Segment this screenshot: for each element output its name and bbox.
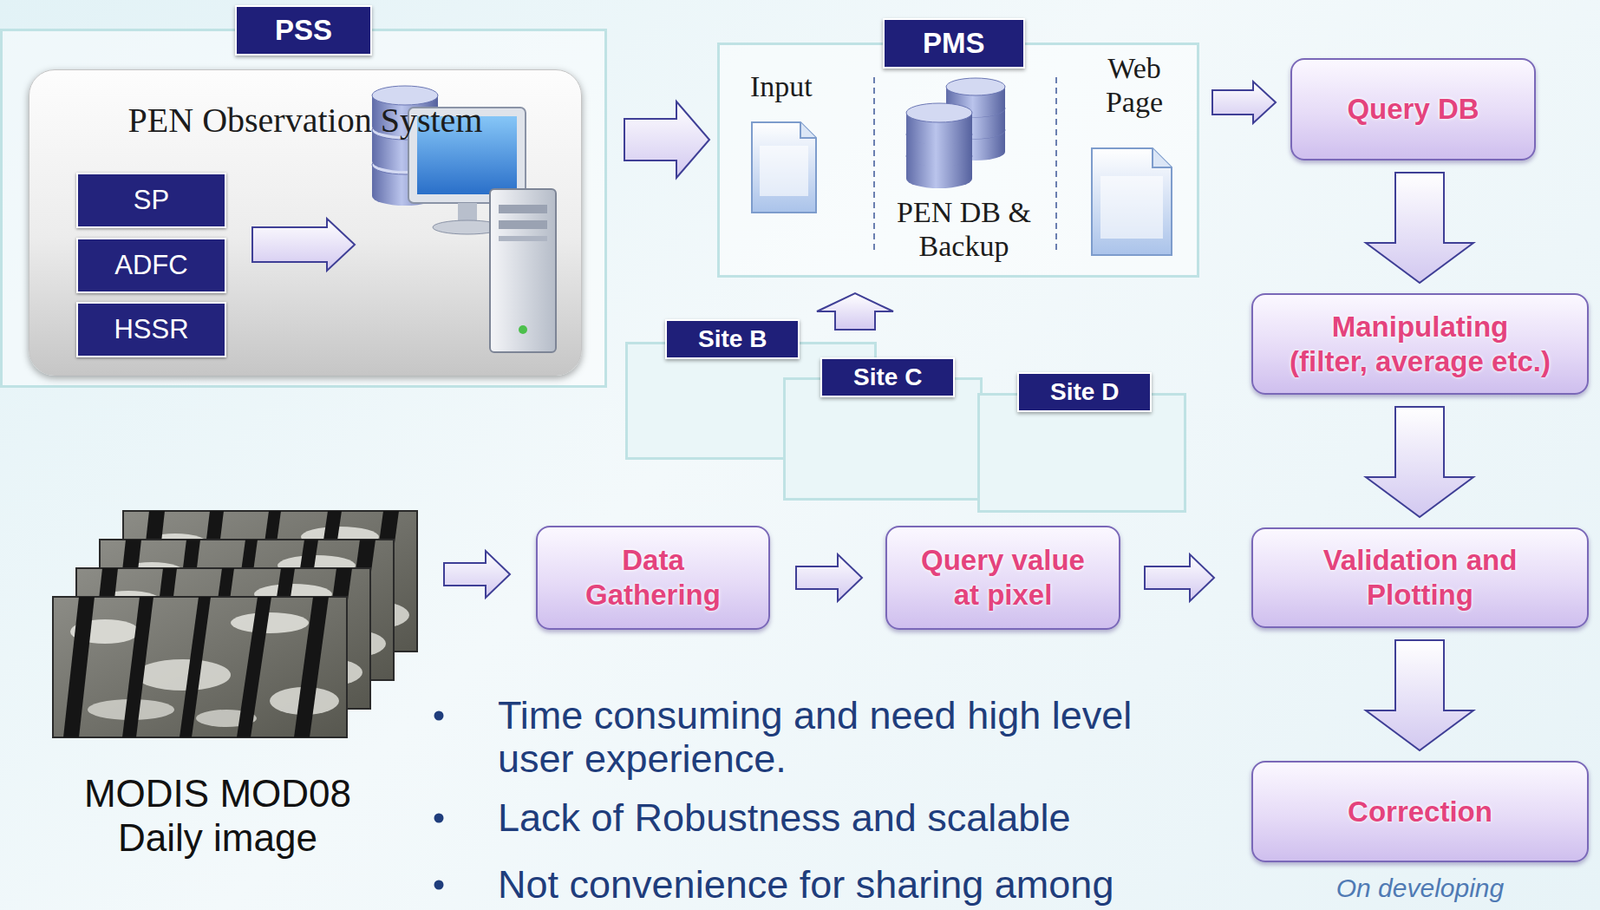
- bullet-note: Not convenience for sharing among: [497, 862, 1192, 907]
- process-label: (filter, average etc.): [1289, 344, 1551, 379]
- database-icon: [906, 78, 1006, 189]
- document-icon: [751, 122, 1172, 255]
- block-arrow: [1365, 640, 1474, 751]
- process-label: Data Gathering: [574, 542, 732, 612]
- block-arrow: [816, 293, 894, 330]
- image-caption: MODIS MOD08 Daily image: [61, 771, 374, 860]
- panel-tab: PMS: [882, 18, 1026, 69]
- database-icon: [906, 147, 973, 167]
- bullet-dot: [434, 711, 445, 890]
- document-icon: [1091, 148, 1172, 255]
- separator-line: [1055, 77, 1058, 251]
- bullet-note: Time consuming and need high level user …: [497, 693, 1192, 780]
- tower-icon: [498, 204, 548, 214]
- system-title: PEN Observation System: [29, 100, 582, 141]
- database-icon: [946, 78, 1006, 96]
- status-note: On developing: [1251, 872, 1589, 904]
- block-arrow: [1365, 406, 1474, 517]
- process-box: Correction: [1251, 760, 1589, 863]
- tower-icon: [498, 220, 548, 229]
- block-arrow: [1144, 554, 1215, 601]
- separator-line: [873, 77, 876, 251]
- block-arrow: [1212, 81, 1276, 124]
- block-arrow: [1365, 172, 1474, 283]
- database-icon: [906, 103, 973, 123]
- panel-tab: PSS: [235, 5, 373, 56]
- monitor-icon: [457, 202, 477, 223]
- document-icon: [759, 145, 809, 196]
- satellite-image: [52, 596, 347, 738]
- site-box: Site C: [783, 377, 983, 501]
- document-icon: [800, 122, 817, 138]
- bullet-note: Lack of Robustness and scalable: [497, 796, 1192, 840]
- tower-icon: [498, 235, 548, 242]
- process-label: Manipulating: [1332, 309, 1509, 345]
- component-label: Input: [750, 69, 813, 104]
- document-icon: [751, 122, 817, 213]
- process-box: Validation and Plotting: [1251, 527, 1589, 628]
- process-label: Query value at pixel: [914, 542, 1092, 612]
- database-icon: [372, 117, 438, 137]
- process-box: Manipulating(filter, average etc.): [1251, 293, 1589, 395]
- site-tab: Site B: [665, 319, 800, 360]
- site-box: Site D: [977, 392, 1187, 513]
- document-icon: [1100, 176, 1163, 239]
- block-arrow: [444, 550, 510, 598]
- tower-icon: [489, 189, 556, 353]
- instrument-name: SP: [133, 184, 170, 216]
- separator-line: [874, 77, 1057, 251]
- bullet-dot: [434, 813, 445, 823]
- instrument-box: HSSR: [76, 301, 227, 358]
- process-label: Validation and Plotting: [1290, 542, 1551, 612]
- flow-arrow: [252, 218, 355, 271]
- site-tab: Site D: [1017, 372, 1152, 412]
- monitor-icon: [417, 116, 517, 195]
- bullet-dot: [434, 711, 445, 721]
- instrument-box: ADFC: [76, 237, 227, 294]
- instrument-name: ADFC: [114, 249, 188, 281]
- site-tab: Site C: [820, 357, 955, 398]
- process-label: Correction: [1347, 794, 1493, 830]
- block-arrow: [796, 554, 863, 601]
- component-label: PEN DB & Backup: [888, 195, 1040, 263]
- tower-icon: [518, 325, 528, 334]
- database-icon: [372, 85, 438, 105]
- database-icon: [372, 120, 438, 140]
- instrument-name: HSSR: [113, 313, 189, 346]
- instrument-box: SP: [76, 172, 227, 229]
- process-label: Query DB: [1346, 91, 1479, 127]
- process-box: Query DB: [1290, 58, 1536, 161]
- component-label: Web Page: [1090, 51, 1178, 119]
- tower-icon: [489, 189, 556, 353]
- database-icon: [906, 169, 973, 189]
- process-box: Query value at pixel: [885, 525, 1121, 630]
- bullet-dot: [434, 880, 445, 890]
- satellite-image: [52, 510, 418, 738]
- database-icon: [906, 125, 973, 145]
- process-box: Data Gathering: [535, 525, 771, 630]
- block-arrow: [624, 101, 710, 178]
- document-icon: [1152, 148, 1172, 168]
